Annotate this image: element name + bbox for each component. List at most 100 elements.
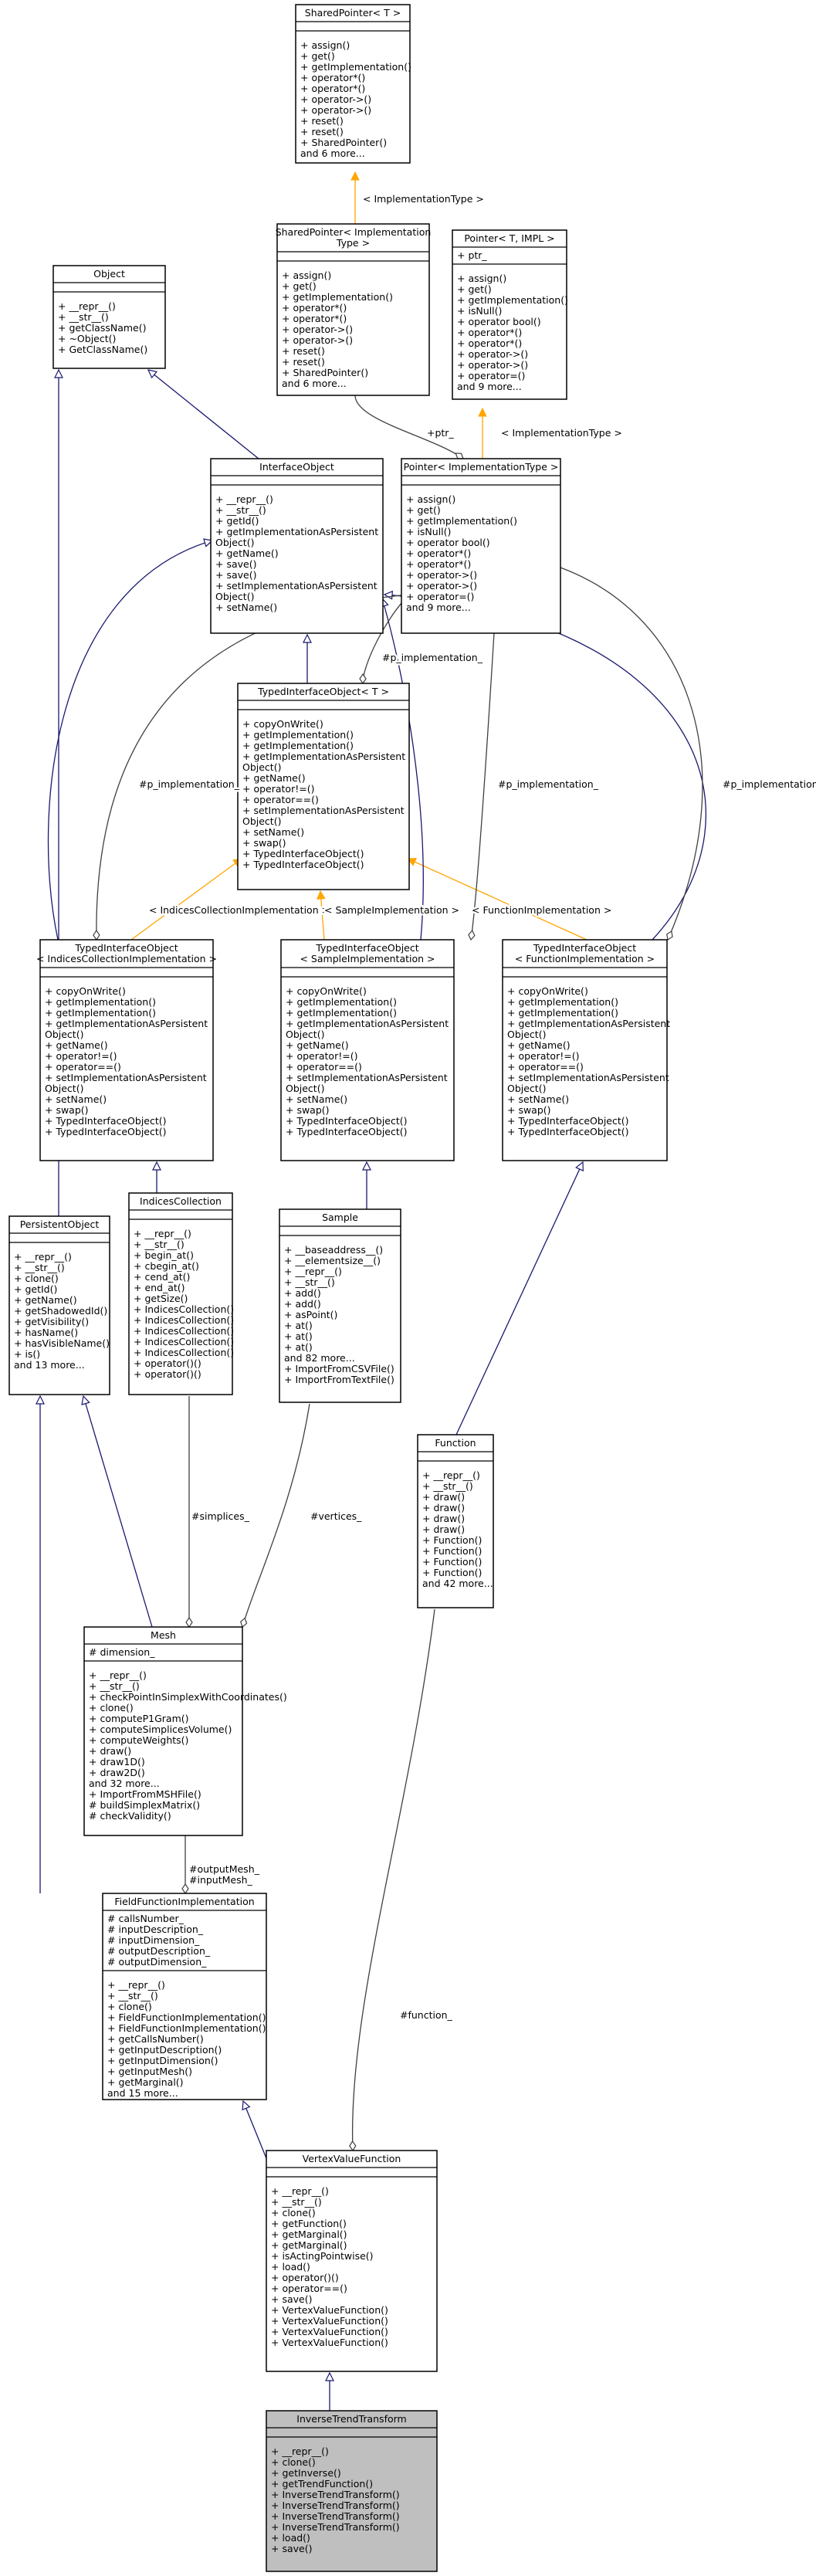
inherit-edge-object [148, 370, 259, 459]
class-box-tioindices[interactable]: TypedInterfaceObject< IndicesCollectionI… [36, 939, 217, 1161]
class-method: + __repr__() [107, 1979, 165, 1991]
class-title: Pointer< T, IMPL > [464, 232, 554, 244]
class-method: + setName() [507, 1093, 569, 1105]
class-method: + SharedPointer() [282, 367, 368, 378]
class-method: + getMarginal() [107, 2076, 184, 2088]
class-method: + save() [215, 558, 256, 570]
class-method: + operator==() [507, 1061, 584, 1073]
svg-text:< ImplementationType >: < ImplementationType > [501, 427, 622, 439]
class-box-frame [102, 1893, 267, 2100]
class-method: + getInputDescription() [107, 2044, 222, 2056]
class-box-tiofunction[interactable]: TypedInterfaceObject< FunctionImplementa… [502, 939, 670, 1161]
class-method: + load() [271, 2532, 310, 2544]
class-method: + getId() [14, 1283, 57, 1295]
edge-label-sample-impl: < SampleImplementation > [323, 903, 462, 918]
usage-edge-vertices [242, 1403, 310, 1627]
svg-text:#p_implementation_: #p_implementation_ [723, 778, 816, 790]
class-method: + __baseaddress__() [284, 1244, 383, 1256]
class-box-frame [210, 458, 384, 634]
svg-text:< ImplementationType >: < ImplementationType > [363, 193, 484, 205]
class-method: + getImplementationAsPersistent [286, 1018, 449, 1029]
class-method: + assign() [300, 39, 350, 51]
svg-text:#inputMesh_: #inputMesh_ [189, 1874, 253, 1886]
class-box-interface-object[interactable]: InterfaceObject+ __repr__()+ __str__()+ … [210, 458, 384, 634]
class-method: and 42 more... [422, 1578, 493, 1589]
class-method: + at() [284, 1330, 313, 1342]
class-title: IndicesCollection [140, 1195, 222, 1207]
class-method: + operator()() [134, 1368, 201, 1380]
class-method: + draw() [422, 1524, 465, 1535]
class-box-pointer-impl[interactable]: Pointer< ImplementationType >+ assign()+… [401, 458, 561, 634]
class-method: + __repr__() [134, 1228, 191, 1239]
class-method: + TypedInterfaceObject() [242, 848, 364, 859]
class-method: + getFunction() [271, 2218, 347, 2229]
class-method: + TypedInterfaceObject() [507, 1126, 629, 1137]
class-method: + save() [271, 2293, 312, 2305]
class-method: + getMarginal() [271, 2229, 347, 2240]
template-edge-indices [130, 859, 242, 941]
class-attribute: # dimension_ [89, 1646, 155, 1658]
class-method: + getMarginal() [271, 2239, 347, 2251]
class-box-typed-interface-object-t[interactable]: TypedInterfaceObject< T >+ copyOnWrite()… [237, 683, 410, 890]
class-method: + reset() [300, 126, 344, 137]
class-box-persistent-object[interactable]: PersistentObject+ __repr__()+ __str__()+… [8, 1215, 110, 1395]
class-attribute: # outputDescription_ [107, 1945, 211, 1957]
class-method: + __repr__() [215, 493, 273, 505]
class-method: + at() [284, 1320, 313, 1331]
class-method: + draw() [89, 1745, 131, 1757]
class-method: + ImportFromCSVFile() [284, 1363, 394, 1374]
class-box-frame [266, 2410, 438, 2572]
class-box-vertex-value-function[interactable]: VertexValueFunction+ __repr__()+ __str__… [266, 2150, 438, 2372]
inherit-edge-mesh [83, 1396, 153, 1628]
class-title: TypedInterfaceObject< T > [257, 686, 389, 697]
class-box-pointer-timpl[interactable]: Pointer< T, IMPL >+ ptr_+ assign()+ get(… [452, 229, 568, 400]
class-method: + setName() [215, 602, 277, 613]
class-method: + Function() [422, 1567, 482, 1578]
class-box-inverse-trend-transform[interactable]: InverseTrendTransform+ __repr__()+ clone… [266, 2410, 438, 2572]
class-method: + FieldFunctionImplementation() [107, 2022, 266, 2034]
class-method: + setImplementationAsPersistent [286, 1072, 448, 1083]
class-method: + reset() [282, 356, 325, 368]
class-method: + IndicesCollection() [134, 1314, 234, 1326]
class-method: + getImplementation() [45, 1007, 156, 1019]
class-box-indices-collection[interactable]: IndicesCollection+ __repr__()+ __str__()… [128, 1192, 234, 1395]
class-box-shared-pointer-impl[interactable]: SharedPointer< ImplementationType >+ ass… [276, 223, 432, 396]
svg-text:#p_implementation_: #p_implementation_ [382, 652, 483, 663]
inherit-edge-vertex-value [243, 2101, 267, 2159]
class-title: TypedInterfaceObject [533, 942, 636, 954]
class-box-frame [401, 458, 561, 634]
class-method: + computeP1Gram() [89, 1713, 189, 1724]
class-method: + asPoint() [284, 1309, 337, 1320]
class-method: + Function() [422, 1534, 482, 1546]
svg-text:#vertices_: #vertices_ [310, 1510, 362, 1522]
class-attribute: + ptr_ [457, 249, 487, 261]
class-box-tiosample[interactable]: TypedInterfaceObject< SampleImplementati… [280, 939, 455, 1161]
class-method: Object() [215, 591, 254, 602]
class-method: + isNull() [457, 305, 502, 317]
class-box-sample[interactable]: Sample+ __baseaddress__()+ __elementsize… [279, 1208, 401, 1403]
svg-text:+ptr_: +ptr_ [427, 427, 454, 439]
inherit-edge-sample-interface [382, 598, 424, 941]
class-title: < FunctionImplementation > [515, 953, 655, 964]
class-method: and 6 more... [300, 147, 365, 159]
class-box-mesh[interactable]: Mesh# dimension_+ __repr__()+ __str__()+… [83, 1626, 287, 1836]
class-title: Sample [322, 1212, 358, 1223]
class-method: + operator->() [300, 104, 371, 116]
svg-text:< IndicesCollectionImplementat: < IndicesCollectionImplementation > [149, 904, 330, 916]
class-method: + __repr__() [58, 300, 116, 312]
class-method: + swap() [45, 1104, 89, 1116]
class-method: + cbegin_at() [134, 1260, 199, 1272]
class-box-object[interactable]: Object+ __repr__()+ __str__()+ getClassN… [52, 265, 166, 369]
class-method: + VertexValueFunction() [271, 2337, 388, 2348]
class-box-field-function-implementation[interactable]: FieldFunctionImplementation# callsNumber… [102, 1893, 267, 2100]
class-method: + assign() [457, 273, 506, 284]
class-title: FieldFunctionImplementation [114, 1896, 254, 1907]
class-title: Pointer< ImplementationType > [404, 461, 559, 473]
class-box-shared-pointer-t[interactable]: SharedPointer< T >+ assign()+ get()+ get… [295, 4, 411, 164]
class-box-function[interactable]: Function+ __repr__()+ __str__()+ draw()+… [417, 1434, 494, 1608]
class-method: + __str__() [284, 1276, 335, 1288]
class-method: + swap() [507, 1104, 551, 1116]
class-method: + operator->() [282, 334, 353, 346]
class-box-frame [83, 1626, 243, 1836]
edge-label-p-impl-right: #p_implementation_ [721, 777, 816, 792]
